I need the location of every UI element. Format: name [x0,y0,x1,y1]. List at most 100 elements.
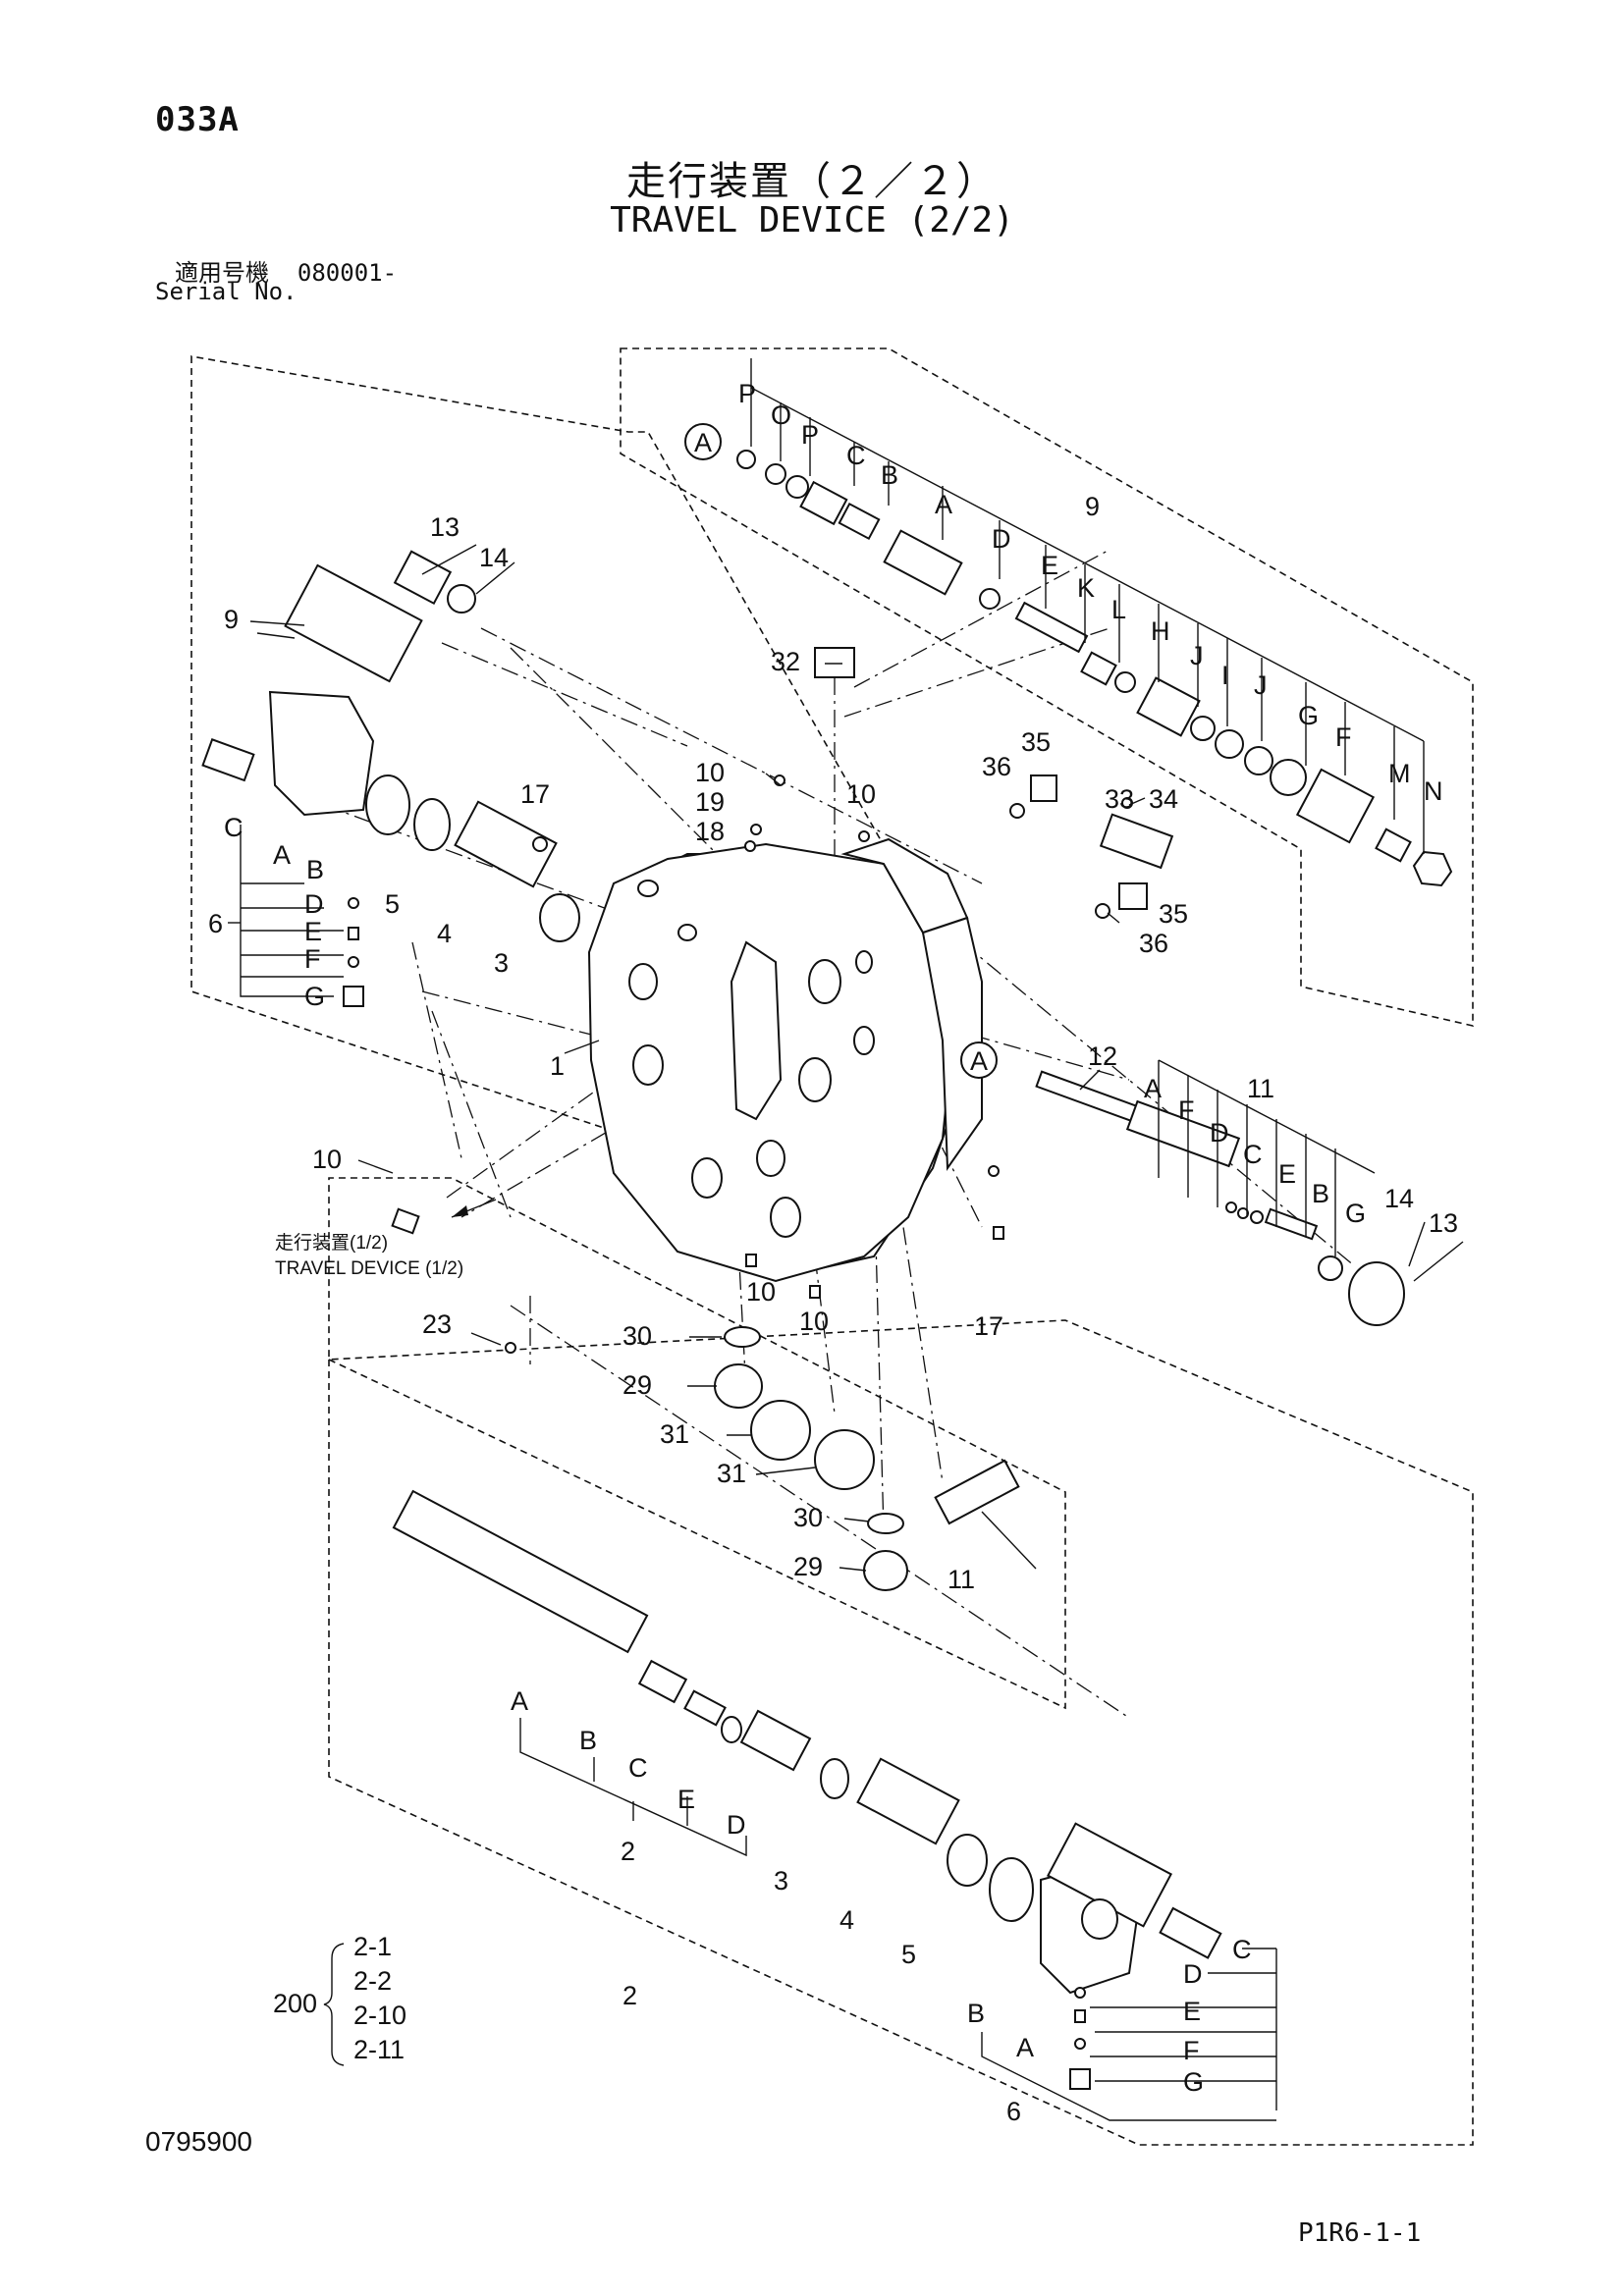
page-reference: P1R6-1-1 [1298,2218,1422,2248]
callout-lower-7: 31 [717,1459,746,1488]
callout-lower-1: 10 [746,1277,776,1307]
callout-right-7: G [1345,1199,1366,1228]
callout-lowcov-2: 5 [901,1940,916,1969]
callout-upper-6: D [992,524,1011,554]
callout-right-1: A [1144,1074,1162,1103]
callout-lowcov-4: A [1016,2033,1034,2062]
callout-center-7: 33 [1105,784,1134,814]
callout-upper-16: M [1388,759,1411,788]
callout-lower-0: 23 [422,1309,452,1339]
callout-upper-group: 9 [1085,492,1100,521]
callout-lowgrp-1: D [1183,1959,1203,1989]
reference-bubbles: A A [684,423,998,1079]
callout-lower-9: 29 [793,1552,823,1581]
main-housing-plate [587,837,983,1283]
ref-a-label-top: A [694,428,712,457]
callout-upper-14: G [1298,701,1319,730]
page-code: 033A [155,100,240,139]
callout-lower-3: 17 [974,1311,1003,1341]
callout-lowgrp-0: C [1232,1935,1252,1964]
left-cover-assembly [201,550,580,1235]
ref-a-label-center: A [970,1046,988,1076]
serial-label-jp: 適用号機 [175,259,269,287]
callout-spool-4: D [727,1810,746,1840]
callout-labels: P O P C B A D E K L H J I J G F M N 9 13… [208,379,1458,2126]
callout-lowgrp-3: F [1183,2036,1200,2065]
cross-ref-label-en: TRAVEL DEVICE (1/2) [275,1258,463,1279]
callout-right-group: 11 [1247,1074,1274,1103]
kit-number: 200 [273,1989,317,2018]
callout-lowcov-6: 2 [623,1981,637,2010]
lower-cover-assembly [1040,1822,1222,2090]
callout-lower-6: 31 [660,1419,689,1449]
callout-lowcov-3: B [967,1999,985,2028]
callout-right-8: 14 [1384,1184,1414,1213]
callout-left-6: 3 [494,948,509,978]
callout-lowgrp-2: E [1183,1997,1201,2026]
cross-ref-label-jp: 走行装置(1/2) [275,1232,388,1254]
callout-center-1: 10 [695,758,725,787]
callout-spool-2: C [628,1753,648,1783]
callout-leftgrp-5: F [304,944,321,974]
callout-upper-8: K [1077,573,1095,603]
callout-lower-4: 30 [623,1321,652,1351]
callout-left-5: 4 [437,919,452,948]
callout-upper-9: L [1111,595,1126,624]
callout-center-0: 32 [771,647,800,676]
callout-upper-13: J [1254,670,1268,700]
callout-leftgrp-no: 6 [208,909,223,938]
callout-upper-0: P [738,379,756,408]
kit-item-2: 2-10 [353,2001,406,2030]
callout-upper-11: J [1190,641,1204,670]
callout-center-6: 35 [1021,727,1051,757]
callout-center-5: 36 [982,752,1011,781]
callout-upper-1: O [771,400,791,430]
callout-left-8: 10 [312,1145,342,1174]
callout-right-3: D [1210,1118,1229,1148]
callout-leftgrp-6: G [304,982,325,1011]
callout-right-4: C [1243,1140,1263,1169]
callout-leftgrp-4: E [304,917,322,946]
callout-left-1: 14 [479,543,509,572]
callout-right-9: 13 [1429,1208,1458,1238]
ref-a-bubble-center [960,1041,998,1079]
callout-upper-15: F [1335,722,1352,752]
callout-leftgrp-2: B [306,855,324,884]
document-number: 0795900 [145,2126,253,2157]
callout-center-10: 36 [1139,929,1168,958]
frame-lower [328,1319,1474,2146]
callout-lowcov-5: 6 [1006,2097,1021,2126]
callout-left-7: 1 [550,1051,565,1081]
callout-right-0: 12 [1088,1041,1117,1071]
cross-reference: 走行装置(1/2) TRAVEL DEVICE (1/2) [275,1199,497,1279]
arrow-icon [452,1205,468,1217]
callout-left-2: 9 [224,605,239,634]
callout-leftgrp-3: D [304,889,324,919]
callout-lower-8: 30 [793,1503,823,1532]
page-title-jp: 走行装置（２／２） [626,159,998,204]
callout-left-4: 5 [385,889,400,919]
page-title-en: TRAVEL DEVICE (2/2) [610,200,1014,240]
center-small-parts [505,647,1174,1354]
callout-lowgrp-4: G [1183,2067,1204,2097]
callout-lowcov-1: 4 [839,1905,854,1935]
serial-label-en: Serial No. [155,278,298,305]
spool-assembly [392,1489,1034,1922]
callout-center-4: 10 [846,779,876,809]
callout-upper-3: C [846,441,866,470]
callout-leftgrp-0: C [224,813,244,842]
callout-lower-2: 10 [799,1307,829,1336]
callout-right-6: B [1312,1179,1329,1208]
callout-spool-3: E [677,1785,695,1814]
callout-center-8: 34 [1149,784,1178,814]
callout-lower-10: 11 [947,1565,975,1594]
leader-lines [228,358,1464,2121]
callout-upper-17: N [1424,776,1443,806]
kit-item-0: 2-1 [353,1932,392,1961]
kit-item-1: 2-2 [353,1966,392,1996]
callout-upper-4: B [881,460,898,490]
right-valve-assembly [1035,1070,1405,1326]
callout-upper-5: A [935,490,952,519]
serial-value: 080001- [297,259,398,287]
callout-leftgrp-1: A [273,840,291,870]
